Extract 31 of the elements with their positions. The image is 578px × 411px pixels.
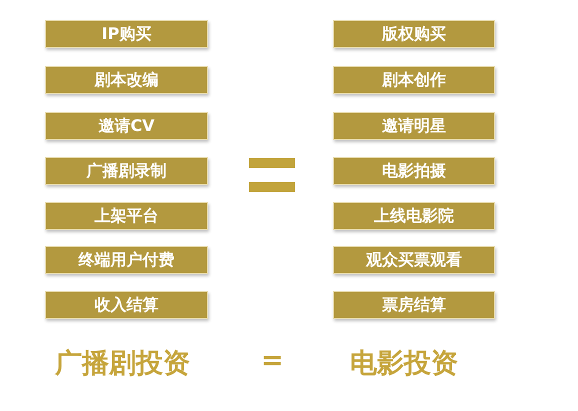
- step-box: [45, 157, 208, 185]
- step-box: [333, 66, 495, 94]
- step-label: 观众买票观看: [366, 250, 462, 270]
- step-box: [333, 291, 495, 319]
- step-box: [45, 202, 208, 230]
- step-label: 邀请明星: [382, 116, 446, 136]
- step-label: 剧本创作: [382, 70, 446, 90]
- category-heading: 广播剧投资: [55, 347, 190, 381]
- step-label: 电影拍摄: [382, 160, 446, 182]
- step-box: [333, 20, 495, 48]
- equals-label: =: [261, 345, 284, 376]
- step-label: 票房结算: [382, 294, 446, 316]
- step-box: [45, 66, 208, 94]
- step-label: 终端用户付费: [78, 250, 174, 270]
- step-label: 收入结算: [94, 294, 158, 316]
- step-label: IP购买: [102, 24, 152, 44]
- step-label: 上线电影院: [374, 206, 454, 226]
- category-heading: 电影投资: [350, 347, 458, 381]
- step-box: [45, 20, 208, 48]
- step-box: [333, 157, 495, 185]
- step-box: [333, 246, 495, 274]
- step-box: [45, 291, 208, 319]
- step-label: 广播剧录制: [86, 160, 166, 182]
- step-label: 邀请CV: [98, 116, 155, 136]
- step-box: [45, 246, 208, 274]
- step-box: [333, 202, 495, 230]
- step-label: 上架平台: [94, 206, 158, 226]
- step-box: [45, 112, 208, 140]
- step-label: 版权购买: [382, 24, 446, 44]
- step-box: [333, 112, 495, 140]
- step-label: 剧本改编: [94, 70, 158, 90]
